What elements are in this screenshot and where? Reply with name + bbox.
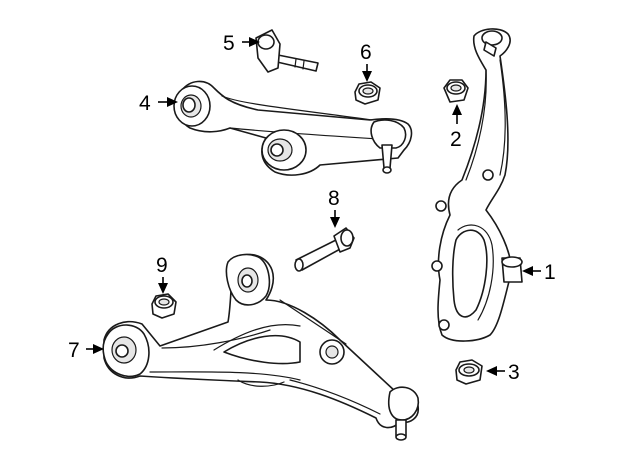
callout-label-3: 3 — [508, 361, 520, 384]
callout-6: 6 — [360, 41, 372, 82]
part-3-nut — [455, 359, 483, 385]
callout-7: 7 — [68, 339, 104, 362]
callout-4: 4 — [139, 92, 178, 115]
callout-label-9: 9 — [156, 254, 168, 277]
part-4-upper-control-arm — [173, 80, 413, 176]
part-7-lower-control-arm — [102, 253, 420, 441]
callout-label-5: 5 — [223, 32, 235, 55]
part-6-nut — [354, 81, 381, 105]
callout-9: 9 — [156, 254, 168, 294]
callout-2: 2 — [450, 104, 462, 151]
part-9-nut — [151, 293, 177, 319]
callout-label-4: 4 — [139, 92, 151, 115]
callout-8: 8 — [328, 187, 340, 228]
part-1-steering-knuckle — [431, 28, 523, 342]
callout-1: 1 — [522, 261, 556, 284]
callout-5: 5 — [223, 32, 260, 55]
callout-label-8: 8 — [328, 187, 340, 210]
callout-label-1: 1 — [544, 261, 556, 284]
callout-label-7: 7 — [68, 339, 80, 362]
part-2-nut — [443, 79, 469, 103]
part-5-bolt-bracket — [255, 29, 319, 73]
callout-label-6: 6 — [360, 41, 372, 64]
callout-label-2: 2 — [450, 128, 462, 151]
callout-3: 3 — [486, 361, 520, 384]
part-8-bolt — [294, 227, 355, 272]
